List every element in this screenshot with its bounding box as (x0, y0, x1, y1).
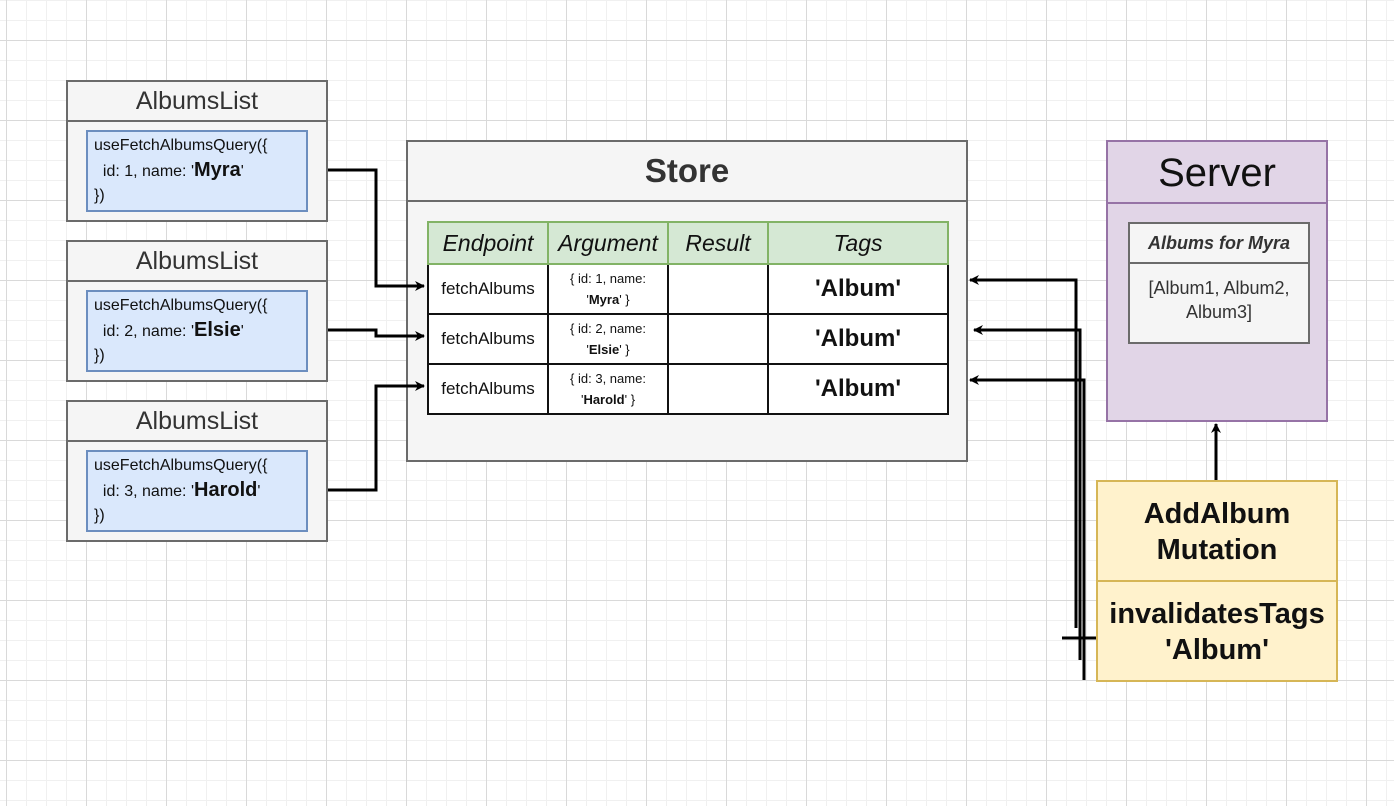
hook-args: id: 2, name: 'Elsie' (94, 318, 306, 344)
cell-result (667, 313, 769, 365)
hook-arg-suffix: ' (240, 323, 244, 340)
mutation-name-line1: AddAlbum (1143, 498, 1291, 530)
arrow-invalidate-row-3 (969, 375, 1086, 680)
cell-result (667, 363, 769, 415)
cell-tag: 'Album' (767, 313, 949, 365)
server-box-body: [Album1, Album2, Album3] (1148, 278, 1290, 322)
store-cache-table: Endpoint Argument Result Tags fetchAlbum… (427, 221, 949, 415)
hook-arg-name: Myra (194, 159, 241, 181)
mutation-name: AddAlbum Mutation (1098, 482, 1336, 582)
hook-arg-suffix: ' (257, 483, 261, 500)
hook-arg-prefix: id: 3, name: ' (102, 483, 194, 500)
hook-close: }) (94, 187, 105, 204)
hook-arg-name: Harold (194, 479, 258, 501)
mutation-name-line2: Mutation (1156, 534, 1278, 566)
cell-argument: { id: 3, name:'Harold' } (547, 363, 669, 415)
arrow-invalidate-row-2 (973, 325, 1082, 660)
arrow-component-3-to-row-3 (328, 381, 425, 492)
cell-argument: { id: 2, name:'Elsie' } (547, 313, 669, 365)
store-container: Store Endpoint Argument Result Tags fetc… (406, 140, 968, 462)
hook-arg-suffix: ' (240, 163, 244, 180)
table-row: fetchAlbums { id: 2, name:'Elsie' } 'Alb… (427, 313, 949, 365)
hook-call-box: useFetchAlbumsQuery({ id: 2, name: 'Elsi… (86, 290, 308, 372)
arg-name: Elsie (588, 342, 620, 357)
hook-call-box: useFetchAlbumsQuery({ id: 3, name: 'Haro… (86, 450, 308, 532)
arg-name: Harold (583, 392, 625, 407)
hook-call: useFetchAlbumsQuery({ (94, 297, 268, 314)
server-title: Server (1108, 142, 1326, 204)
hook-arg-prefix: id: 2, name: ' (102, 323, 194, 340)
component-title: AlbumsList (68, 402, 326, 442)
mutation-invalidates: invalidatesTags 'Album' (1098, 582, 1336, 682)
arg-line: { id: 2, name: (570, 321, 646, 336)
table-row: fetchAlbums { id: 3, name:'Harold' } 'Al… (427, 363, 949, 415)
arrow-component-2-to-row-2 (328, 328, 425, 341)
cell-endpoint: fetchAlbums (427, 313, 549, 365)
hook-close: }) (94, 507, 105, 524)
hook-args: id: 1, name: 'Myra' (94, 158, 306, 184)
hook-arg-name: Elsie (194, 319, 241, 341)
store-title: Store (408, 142, 966, 202)
hook-args: id: 3, name: 'Harold' (94, 478, 306, 504)
server-albums-box: Albums for Myra [Album1, Album2, Album3] (1128, 222, 1310, 344)
arg-name: Myra (588, 292, 620, 307)
cell-endpoint: fetchAlbums (427, 363, 549, 415)
cell-argument: { id: 1, name:'Myra' } (547, 263, 669, 315)
component-title: AlbumsList (68, 82, 326, 122)
hook-call: useFetchAlbumsQuery({ (94, 457, 268, 474)
arg-line: { id: 1, name: (570, 271, 646, 286)
cell-tag: 'Album' (767, 263, 949, 315)
column-header-argument: Argument (547, 221, 669, 265)
server-container: Server Albums for Myra [Album1, Album2, … (1106, 140, 1328, 422)
table-row: fetchAlbums { id: 1, name:'Myra' } 'Albu… (427, 263, 949, 315)
albums-list-component-3: AlbumsList useFetchAlbumsQuery({ id: 3, … (66, 400, 328, 542)
column-header-tags: Tags (767, 221, 949, 265)
cell-endpoint: fetchAlbums (427, 263, 549, 315)
cell-result (667, 263, 769, 315)
add-album-mutation-box: AddAlbum Mutation invalidatesTags 'Album… (1096, 480, 1338, 682)
hook-call: useFetchAlbumsQuery({ (94, 137, 268, 154)
server-box-title: Albums for Myra (1130, 224, 1308, 264)
albums-list-component-2: AlbumsList useFetchAlbumsQuery({ id: 2, … (66, 240, 328, 382)
component-title: AlbumsList (68, 242, 326, 282)
arrow-component-1-to-row-1 (328, 168, 425, 291)
table-header-row: Endpoint Argument Result Tags (427, 221, 949, 265)
arrow-invalidate-row-1 (969, 275, 1078, 628)
hook-call-box: useFetchAlbumsQuery({ id: 1, name: 'Myra… (86, 130, 308, 212)
column-header-result: Result (667, 221, 769, 265)
cell-tag: 'Album' (767, 363, 949, 415)
hook-arg-prefix: id: 1, name: ' (102, 163, 194, 180)
arg-line: { id: 3, name: (570, 371, 646, 386)
invalidates-label: invalidatesTags (1109, 598, 1325, 630)
column-header-endpoint: Endpoint (427, 221, 549, 265)
invalidates-tag: 'Album' (1164, 634, 1269, 666)
albums-list-component-1: AlbumsList useFetchAlbumsQuery({ id: 1, … (66, 80, 328, 222)
hook-close: }) (94, 347, 105, 364)
